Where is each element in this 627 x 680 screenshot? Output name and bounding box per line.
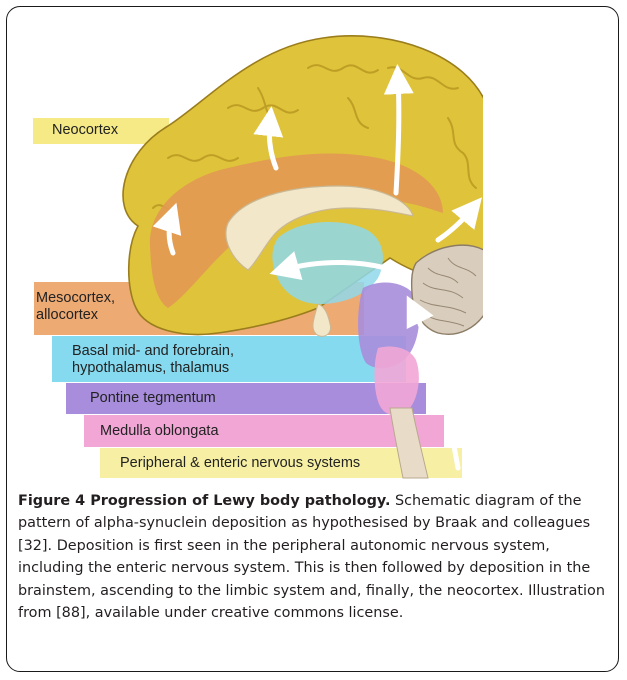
mesocortex-label-line2: allocortex	[36, 307, 115, 324]
basal-label-line1: Basal mid- and forebrain,	[72, 343, 234, 360]
neocortex-label: Neocortex	[52, 122, 118, 139]
figure-caption: Figure 4 Progression of Lewy body pathol…	[18, 490, 618, 624]
basal-label-line2: hypothalamus, thalamus	[72, 360, 234, 377]
mesocortex-label: Mesocortex, allocortex	[36, 290, 115, 324]
pontine-label: Pontine tegmentum	[90, 390, 216, 407]
arrow-to-neocortex-top	[396, 78, 399, 193]
caption-title: Figure 4 Progression of Lewy body pathol…	[18, 493, 390, 509]
lewy-body-progression-figure: Neocortex Mesocortex, allocortex Basal m…	[18, 8, 483, 480]
medulla-label: Medulla oblongata	[100, 423, 219, 440]
cerebellum	[412, 245, 483, 334]
mesocortex-label-line1: Mesocortex,	[36, 290, 115, 307]
peripheral-label: Peripheral & enteric nervous systems	[120, 455, 360, 472]
caption-body: Schematic diagram of the pattern of alph…	[18, 493, 605, 621]
basal-label: Basal mid- and forebrain, hypothalamus, …	[72, 343, 234, 377]
